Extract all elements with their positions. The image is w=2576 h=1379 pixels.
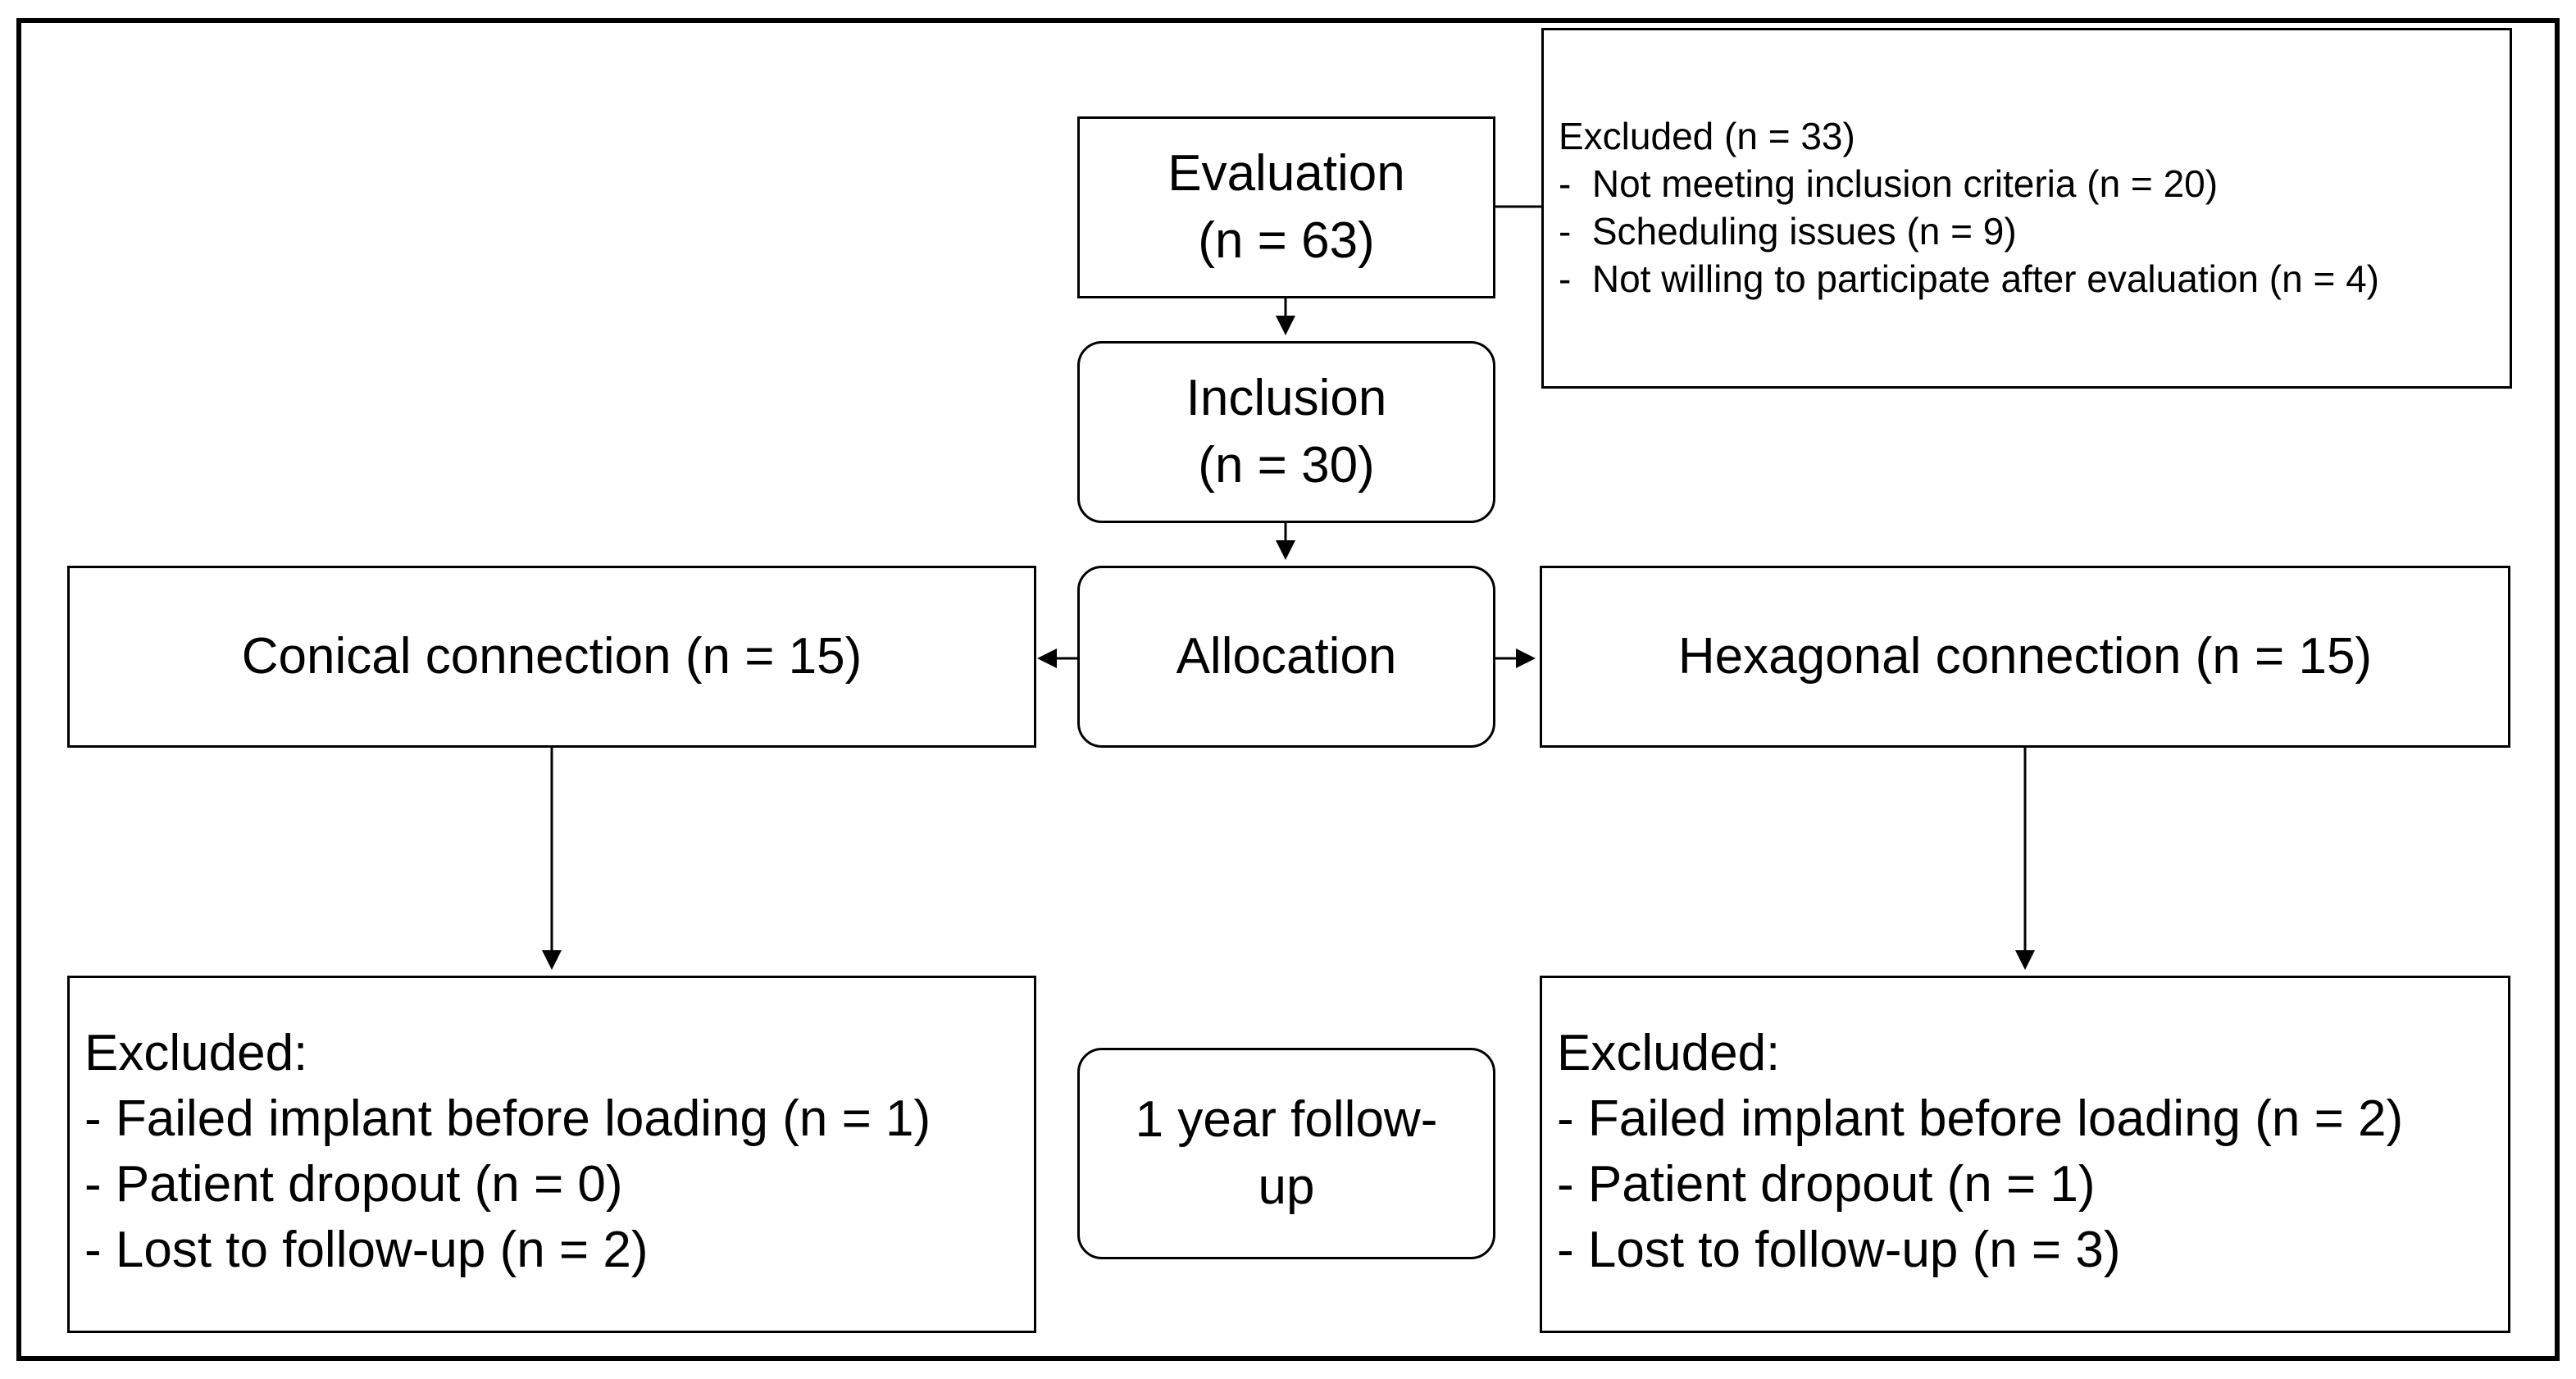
followup-box: 1 year follow- up [1077, 1048, 1495, 1259]
excluded-top-item: - Not willing to participate after evalu… [1559, 257, 2379, 300]
excluded-right-header: Excluded: [1557, 1025, 1781, 1081]
followup-line2: up [1258, 1158, 1315, 1215]
excluded-right-item: - Failed implant before loading (n = 2) [1557, 1090, 2404, 1147]
evaluation-count: (n = 63) [1198, 212, 1375, 269]
hexagonal-connection-label: Hexagonal connection (n = 15) [1677, 628, 2373, 685]
excluded-left-item: - Failed implant before loading (n = 1) [84, 1090, 931, 1147]
allocation-box: Allocation [1077, 566, 1495, 748]
inclusion-title: Inclusion [1186, 370, 1387, 426]
excluded-left-item: - Patient dropout (n = 0) [84, 1156, 623, 1213]
excluded-top-item: - Scheduling issues (n = 9) [1559, 210, 2017, 253]
hexagonal-connection-box: Hexagonal connection (n = 15) [1540, 566, 2510, 748]
excluded-top-box: Excluded (n = 33) - Not meeting inclusio… [1541, 28, 2512, 389]
conical-connection-box: Conical connection (n = 15) [67, 566, 1036, 748]
excluded-top-header: Excluded (n = 33) [1559, 115, 1855, 157]
diagram-frame [16, 18, 2560, 1361]
followup-line1: 1 year follow- [1135, 1091, 1438, 1148]
excluded-right-item: - Lost to follow-up (n = 3) [1557, 1222, 2121, 1278]
excluded-left-item: - Lost to follow-up (n = 2) [84, 1222, 649, 1278]
excluded-top-item: - Not meeting inclusion criteria (n = 20… [1559, 162, 2219, 205]
conical-connection-label: Conical connection (n = 15) [241, 628, 862, 685]
excluded-left-header: Excluded: [84, 1025, 308, 1081]
inclusion-box: Inclusion (n = 30) [1077, 341, 1495, 523]
inclusion-count: (n = 30) [1198, 437, 1375, 494]
excluded-right-item: - Patient dropout (n = 1) [1557, 1156, 2096, 1213]
allocation-title: Allocation [1176, 628, 1397, 685]
evaluation-box: Evaluation (n = 63) [1077, 116, 1495, 298]
evaluation-title: Evaluation [1167, 145, 1405, 202]
excluded-left-box: Excluded: - Failed implant before loadin… [67, 976, 1036, 1333]
excluded-right-box: Excluded: - Failed implant before loadin… [1540, 976, 2510, 1333]
